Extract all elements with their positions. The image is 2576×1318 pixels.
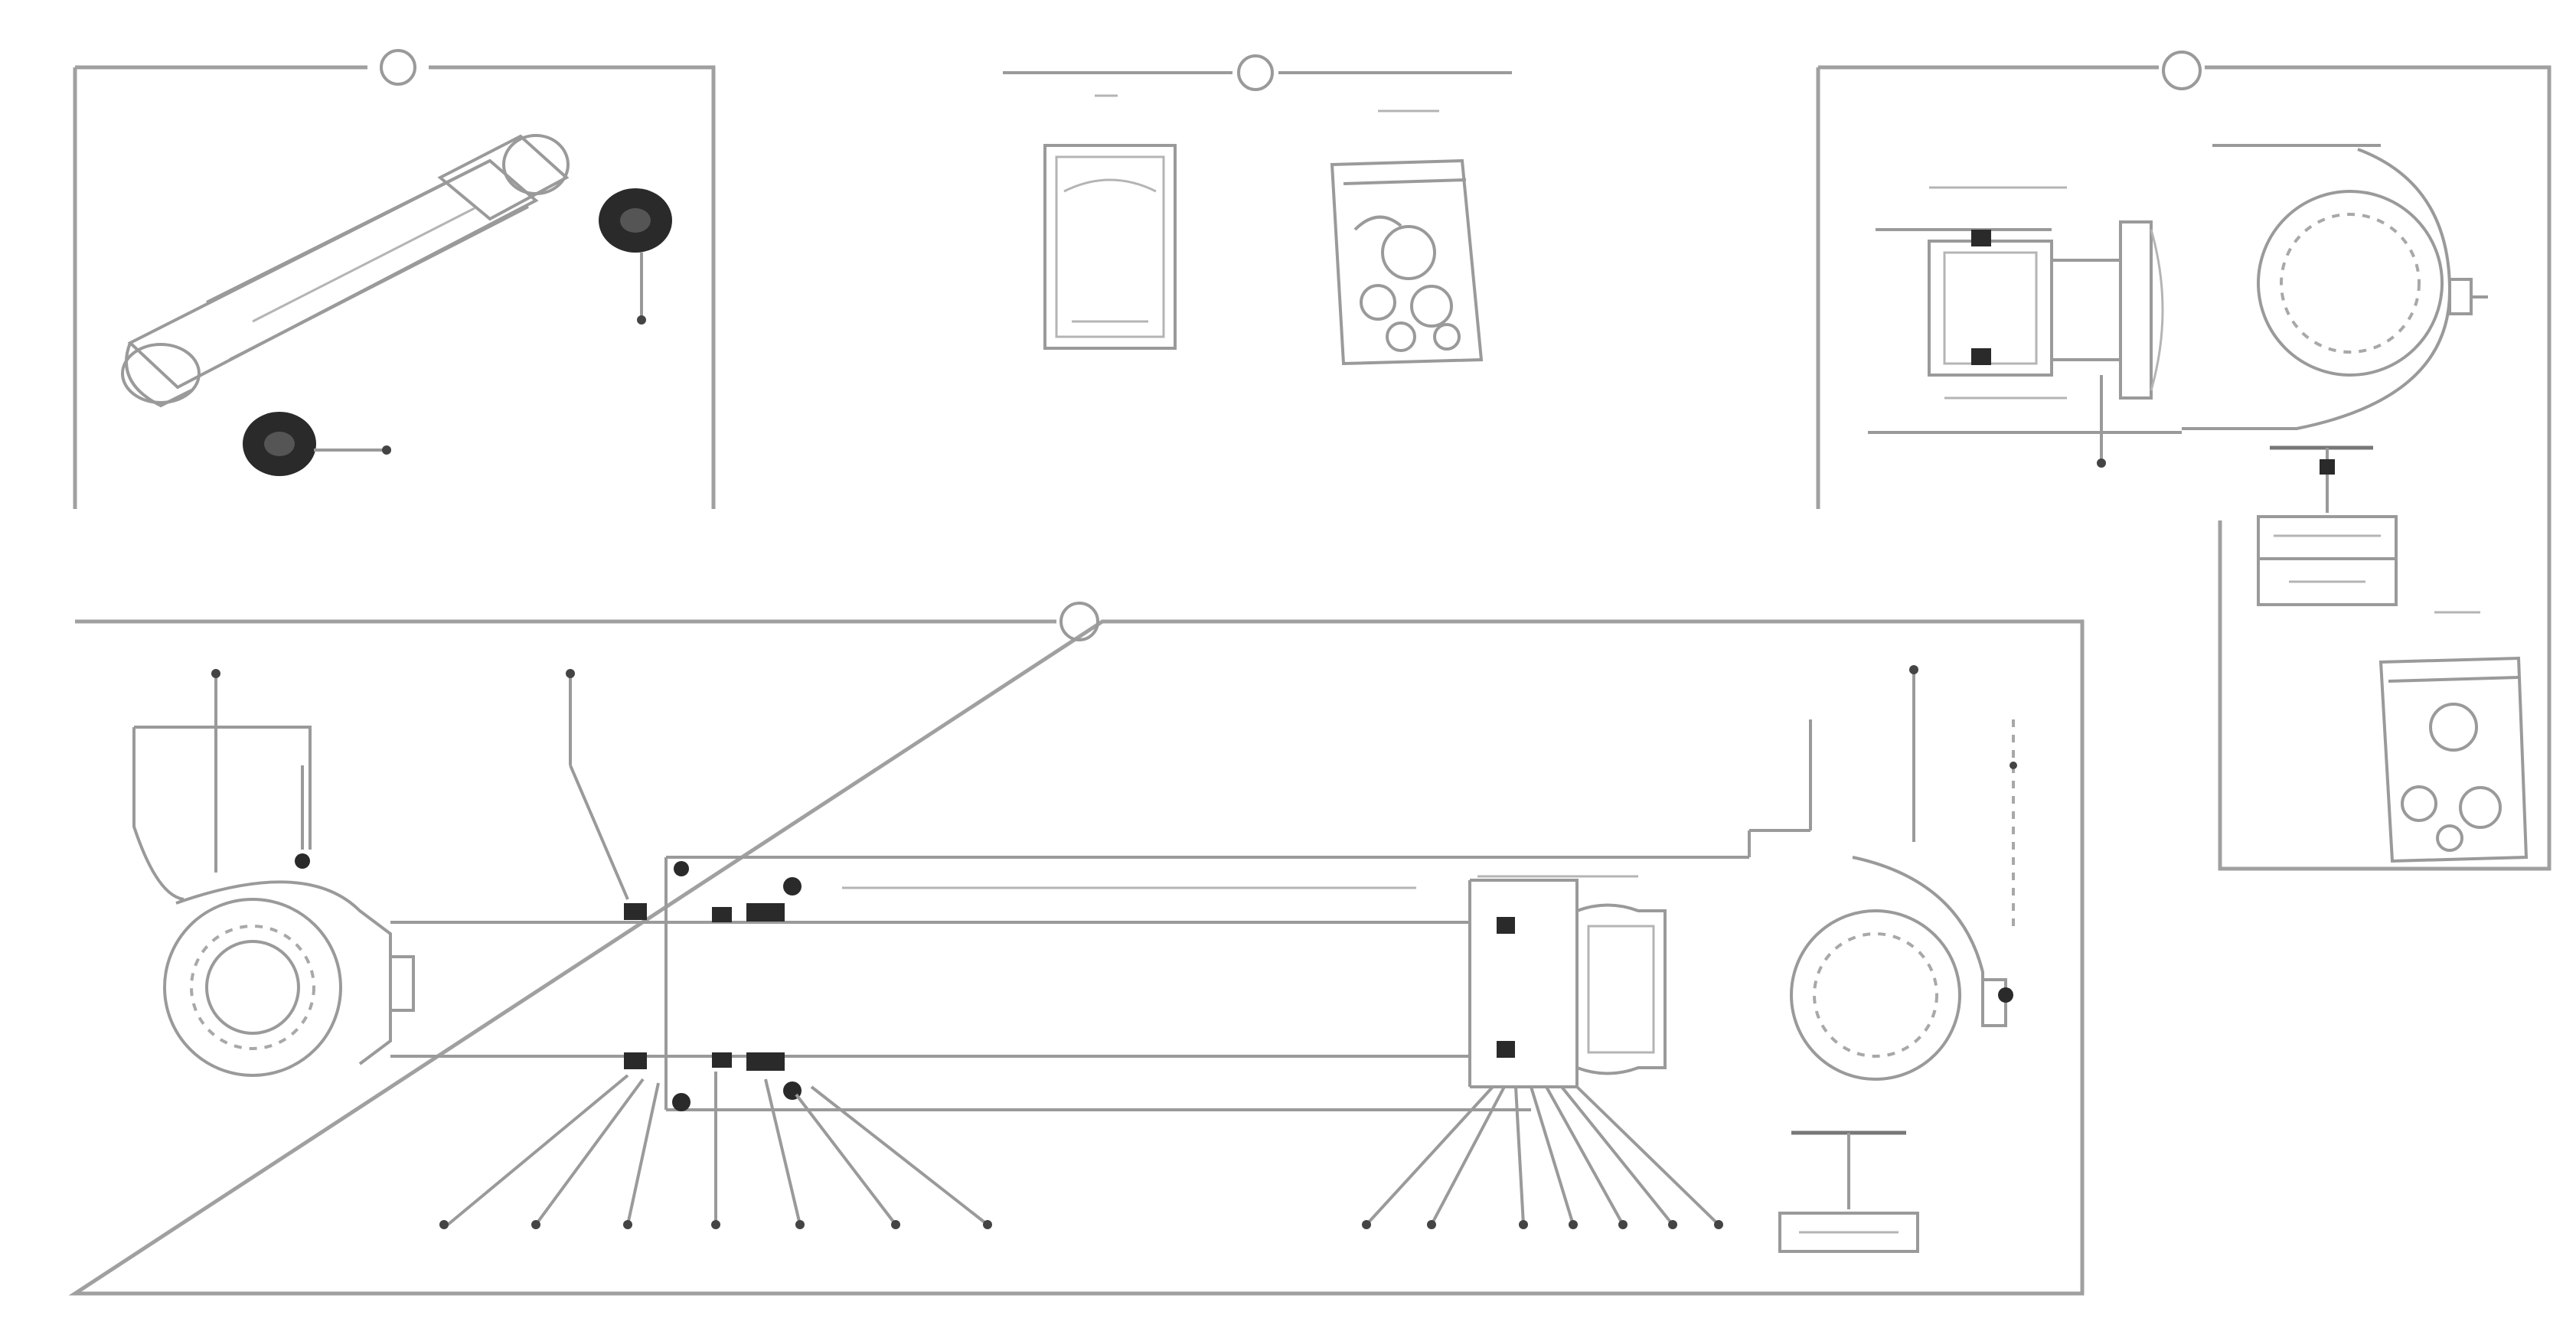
callout-leaders-right — [1362, 1085, 1723, 1229]
piston-section — [1868, 186, 2182, 468]
gland-seals — [566, 669, 802, 1111]
seal-kit-bag — [1330, 109, 1484, 366]
panel-callout-circle — [1059, 602, 1099, 641]
panel-frame — [68, 619, 2085, 1296]
panel-callout-circle — [380, 49, 416, 86]
cylinder-barrel — [390, 719, 1812, 1111]
panel-frame — [1816, 65, 2552, 871]
callout-leaders-left — [439, 1072, 992, 1229]
grease-fitting-tag — [2257, 445, 2398, 606]
panel-cylinder-section — [68, 602, 2085, 1296]
piston — [1470, 875, 1667, 1088]
panel-callout-circle — [2162, 51, 2202, 90]
panel-seal-kits — [1003, 54, 1512, 366]
cylinder-isometric — [121, 134, 570, 408]
seal-ring-lower — [243, 412, 391, 476]
panel-rod-end-detail — [1816, 51, 2552, 871]
panel-callout-circle — [1237, 54, 1274, 91]
seal-kit-card — [1043, 94, 1177, 350]
cylinder-base-eye — [132, 669, 415, 1077]
seal-ring-upper — [599, 188, 672, 325]
part-number-tag — [1778, 1130, 1919, 1253]
rod-end-bearing — [2182, 144, 2488, 430]
panel-frame — [73, 65, 716, 509]
seal-kit-bag-small — [2378, 611, 2529, 863]
panel-cylinder-overview — [73, 49, 716, 509]
rod-end-eye — [1790, 665, 2017, 1081]
